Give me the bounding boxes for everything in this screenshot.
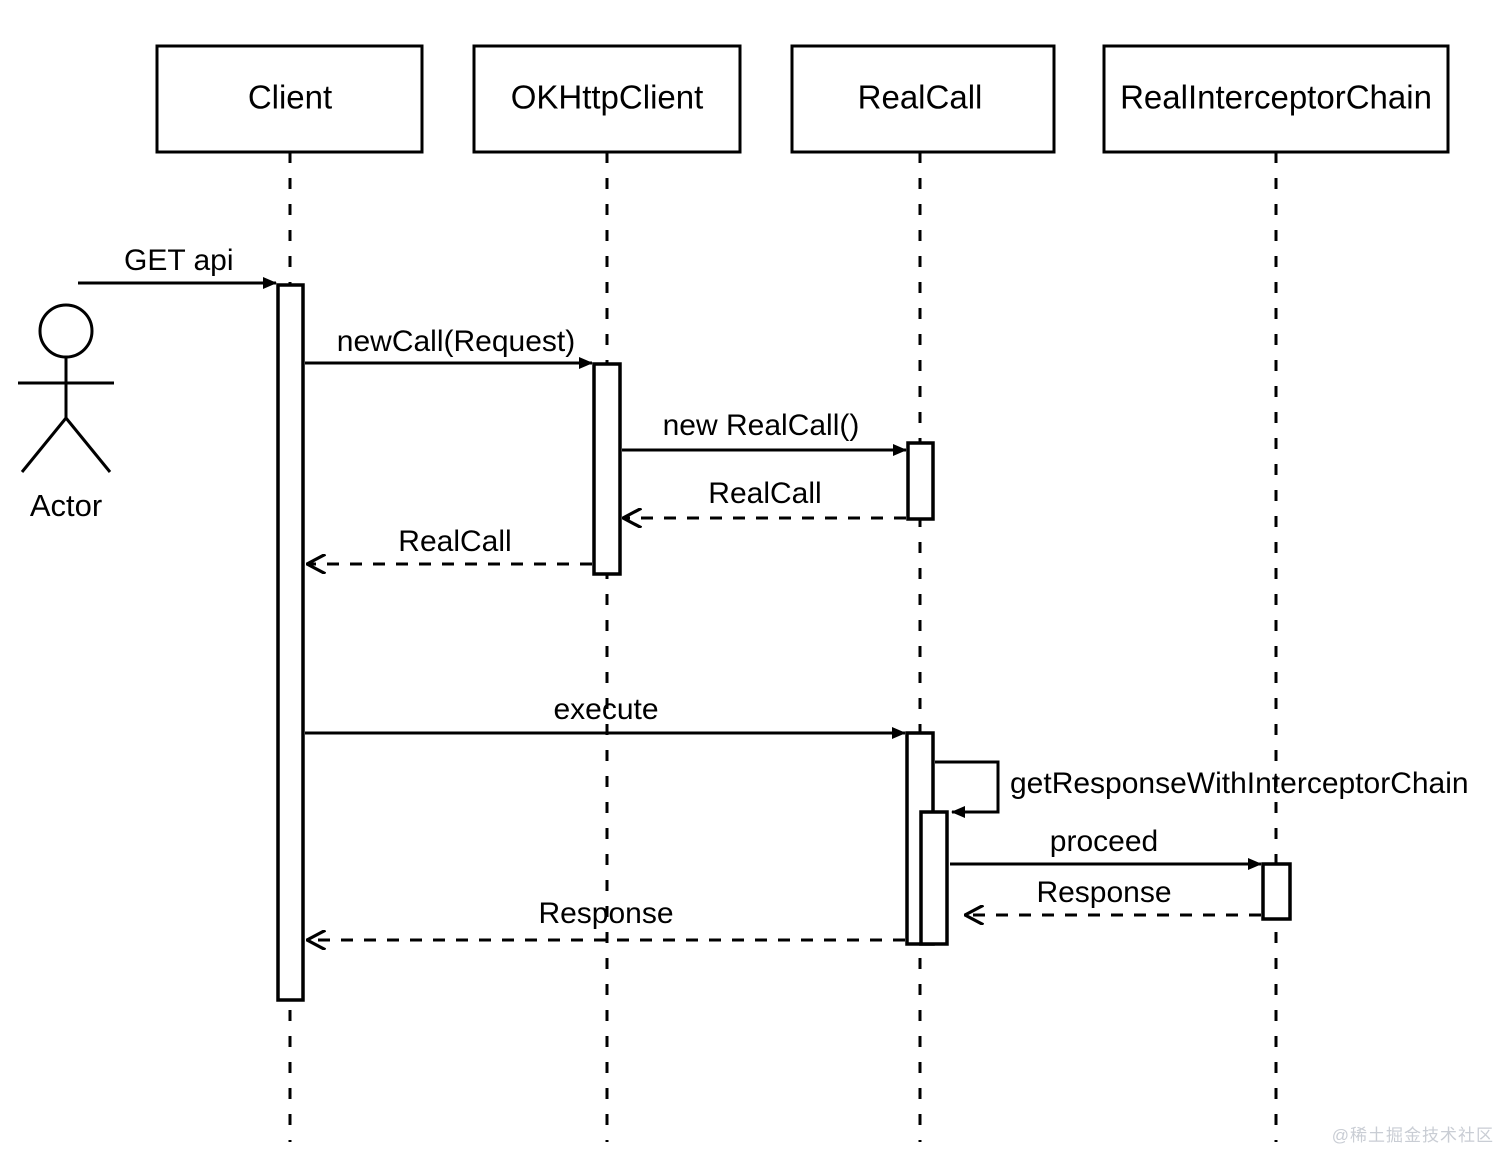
participant-label-realinterceptorchain: RealInterceptorChain bbox=[1120, 79, 1432, 116]
actor-right-leg-line bbox=[64, 417, 112, 473]
message-new-call[interactable]: newCall(Request) bbox=[305, 325, 593, 369]
message-label-response-realcall-to-client: Response bbox=[538, 897, 673, 930]
participant-box-realcall[interactable] bbox=[790, 44, 1056, 154]
message-label-get-response-with-interceptor-chain: getResponseWithInterceptorChain bbox=[1010, 767, 1469, 800]
participant-box-client[interactable] bbox=[155, 44, 424, 154]
message-arrow-self-call-loop[interactable] bbox=[935, 760, 1000, 818]
participant-realinterceptorchain[interactable]: RealInterceptorChain bbox=[1102, 44, 1450, 154]
message-proceed[interactable]: proceed bbox=[950, 825, 1262, 870]
message-return-realcall-to-client[interactable]: RealCall bbox=[308, 525, 592, 564]
activation-realcall-nested[interactable] bbox=[919, 810, 949, 946]
message-new-realcall[interactable]: new RealCall() bbox=[622, 409, 907, 456]
message-label-response-chain-to-realcall: Response bbox=[1036, 876, 1171, 909]
message-label-execute: execute bbox=[553, 693, 658, 726]
activation-bars bbox=[276, 283, 1292, 1002]
participant-client[interactable]: Client bbox=[155, 44, 424, 154]
participant-box-realinterceptorchain[interactable] bbox=[1102, 44, 1450, 154]
activation-realinterceptorchain[interactable] bbox=[1261, 862, 1292, 921]
participant-box-okhttpclient[interactable] bbox=[472, 44, 742, 154]
message-response-chain-to-realcall[interactable]: Response bbox=[966, 876, 1261, 915]
lifelines bbox=[288, 152, 1278, 1142]
message-get-response-with-interceptor-chain[interactable]: getResponseWithInterceptorChain bbox=[935, 760, 1469, 818]
message-response-realcall-to-client[interactable]: Response bbox=[308, 897, 905, 940]
participant-label-okhttpclient: OKHttpClient bbox=[511, 79, 704, 116]
message-label-get-api: GET api bbox=[124, 244, 234, 277]
message-return-realcall-to-okhttpclient[interactable]: RealCall bbox=[624, 477, 906, 518]
actor-head-icon bbox=[38, 303, 94, 359]
participant-label-realcall: RealCall bbox=[858, 79, 983, 116]
message-label-proceed: proceed bbox=[1050, 825, 1158, 858]
actor-left-leg-line bbox=[20, 417, 68, 473]
actor-figure[interactable]: Actor bbox=[18, 303, 114, 523]
message-execute[interactable]: execute bbox=[305, 693, 906, 739]
participant-label-client: Client bbox=[248, 79, 332, 116]
watermark-text: @稀土掘金技术社区 bbox=[1331, 1126, 1494, 1145]
message-label-new-call: newCall(Request) bbox=[337, 325, 575, 358]
activation-realcall-construct[interactable] bbox=[906, 441, 935, 521]
actor-label: Actor bbox=[30, 488, 102, 523]
activation-okhttpclient[interactable] bbox=[592, 362, 622, 576]
message-label-new-realcall: new RealCall() bbox=[663, 409, 860, 442]
message-label-return-realcall-to-okhttpclient: RealCall bbox=[708, 477, 821, 510]
participant-okhttpclient[interactable]: OKHttpClient bbox=[472, 44, 742, 154]
message-get-api[interactable]: GET api bbox=[78, 244, 277, 289]
participant-realcall[interactable]: RealCall bbox=[790, 44, 1056, 154]
message-label-return-realcall-to-client: RealCall bbox=[398, 525, 511, 558]
activation-client[interactable] bbox=[276, 283, 305, 1002]
